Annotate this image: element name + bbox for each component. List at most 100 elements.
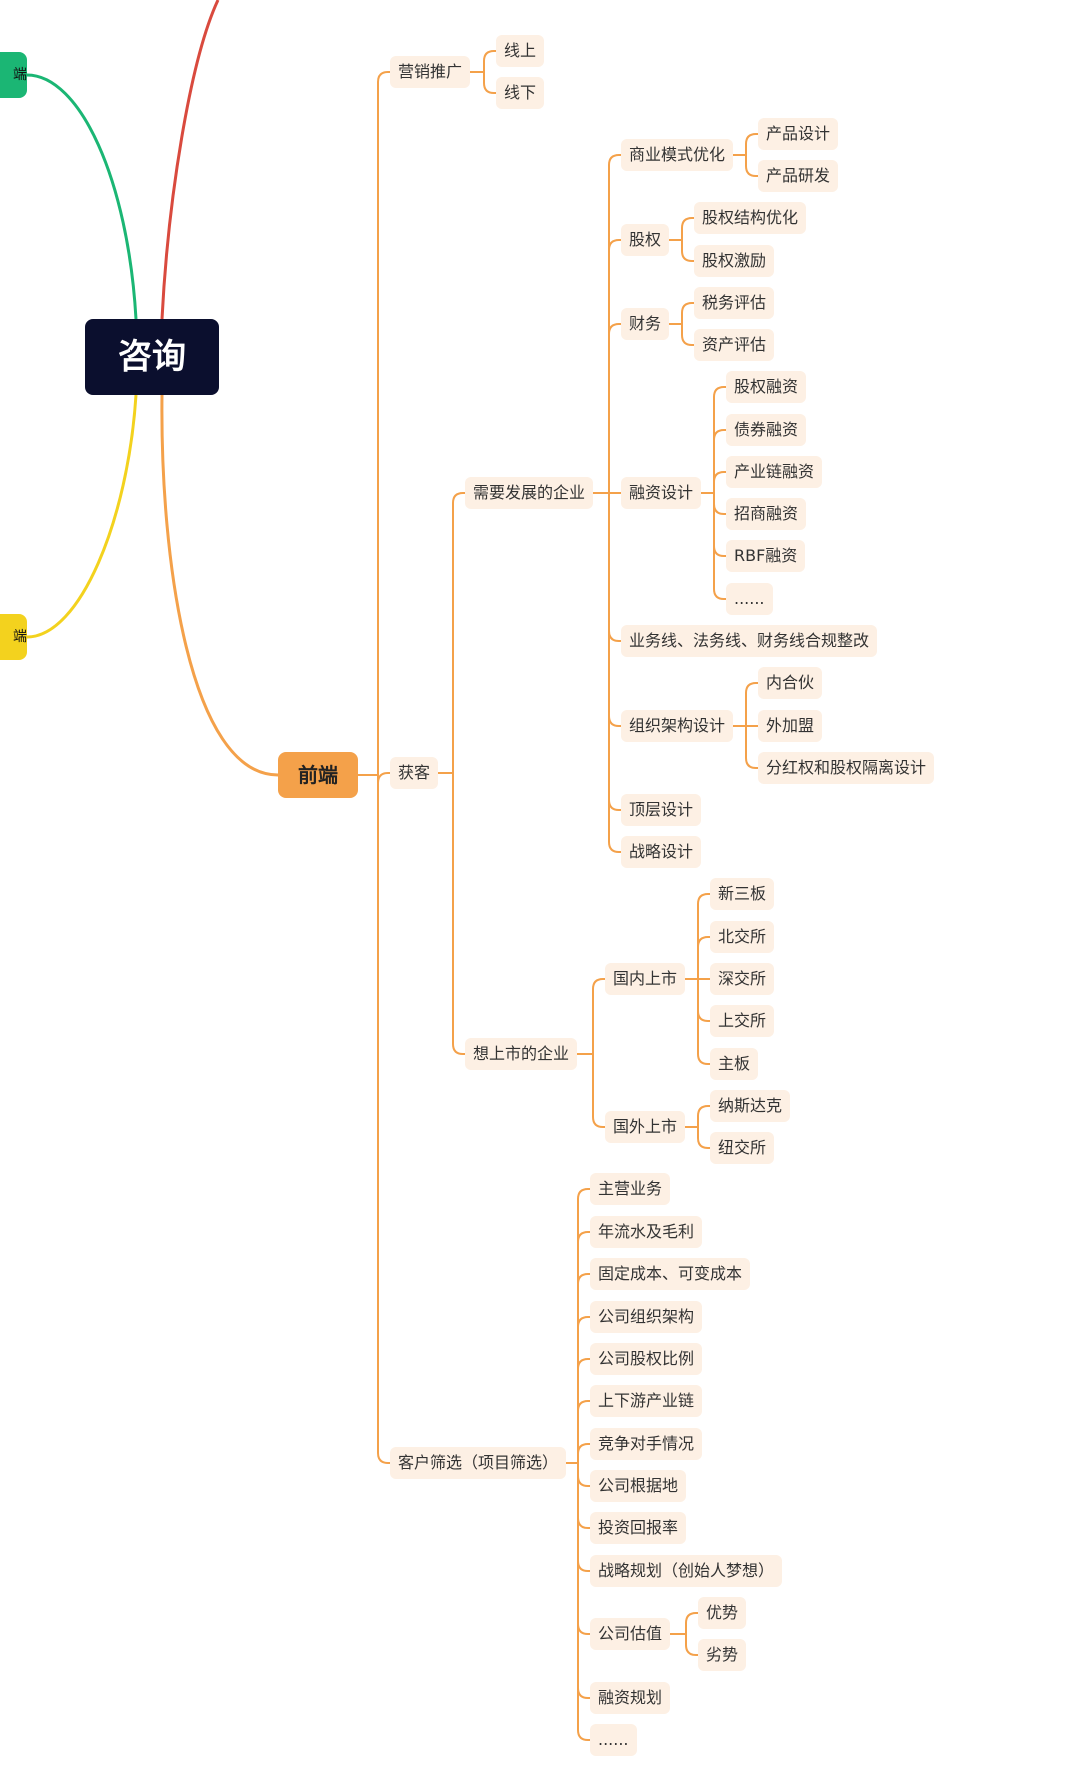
node-equity-incent[interactable]: 股权激励: [694, 245, 775, 277]
node-label: 内合伙: [766, 673, 815, 692]
node-roi[interactable]: 投资回报率: [590, 1512, 687, 1544]
node-ipo-enterprise[interactable]: 想上市的企业: [465, 1038, 578, 1070]
root-branch-green: [26, 73, 138, 320]
node-label: 上下游产业链: [598, 1391, 695, 1410]
node-label: 劣势: [706, 1645, 739, 1664]
connector-branch: [681, 302, 694, 324]
connector-branch: [697, 936, 710, 979]
green-branch-node[interactable]: 端: [0, 52, 27, 98]
node-equity[interactable]: 股权: [621, 224, 670, 256]
node-label: 深交所: [718, 969, 767, 988]
node-tax-eval[interactable]: 税务评估: [694, 287, 775, 319]
node-compliance[interactable]: 业务线、法务线、财务线合规整改: [621, 625, 878, 657]
connector-branch: [745, 682, 758, 726]
connector-branch: [713, 429, 726, 493]
node-strategic-plan[interactable]: 战略规划（创始人梦想）: [590, 1555, 783, 1587]
node-base[interactable]: 公司根据地: [590, 1470, 687, 1502]
connector-branch: [577, 1463, 590, 1741]
node-strength[interactable]: 优势: [698, 1597, 747, 1629]
node-share-ratio[interactable]: 公司股权比例: [590, 1343, 703, 1375]
node-szse[interactable]: 深交所: [710, 963, 775, 995]
node-bse[interactable]: 北交所: [710, 921, 775, 953]
node-label: 顶层设计: [629, 800, 694, 819]
node-biz-model[interactable]: 商业模式优化: [621, 139, 734, 171]
root-node-consulting[interactable]: 咨询: [85, 319, 219, 395]
node-label: 营销推广: [398, 62, 463, 81]
connector-branch: [577, 1463, 590, 1529]
node-label: 商业模式优化: [629, 145, 726, 164]
node-finance[interactable]: 财务: [621, 308, 670, 340]
node-org-struct[interactable]: 公司组织架构: [590, 1301, 703, 1333]
node-label: 线上: [504, 41, 537, 60]
node-org-design[interactable]: 组织架构设计: [621, 710, 734, 742]
connector-branch: [697, 893, 710, 979]
node-chain-fin[interactable]: 产业链融资: [726, 456, 823, 488]
connector-branch: [577, 1443, 590, 1463]
node-weakness[interactable]: 劣势: [698, 1639, 747, 1671]
node-nasdaq[interactable]: 纳斯达克: [710, 1090, 791, 1122]
connector-branch: [745, 133, 758, 155]
node-partner[interactable]: 内合伙: [758, 667, 823, 699]
yellow-branch-label: 端: [13, 629, 27, 645]
yellow-branch-node[interactable]: 端: [0, 614, 27, 660]
connector-branch: [577, 1463, 590, 1572]
connector-branch: [713, 493, 726, 557]
node-franchise[interactable]: 外加盟: [758, 710, 823, 742]
node-overseas[interactable]: 国外上市: [605, 1111, 686, 1143]
node-neeq[interactable]: 新三板: [710, 878, 775, 910]
connector-branch: [713, 493, 726, 600]
node-main-board[interactable]: 主板: [710, 1048, 759, 1080]
node-label: 优势: [706, 1603, 739, 1622]
node-prod-design[interactable]: 产品设计: [758, 118, 839, 150]
node-marketing[interactable]: 营销推广: [390, 56, 471, 88]
connector-branch: [377, 71, 390, 775]
connector-branch: [577, 1400, 590, 1463]
node-domestic[interactable]: 国内上市: [605, 963, 686, 995]
node-competitors[interactable]: 竞争对手情况: [590, 1428, 703, 1460]
node-dev-enterprise[interactable]: 需要发展的企业: [465, 477, 594, 509]
node-bond-fin[interactable]: 债券融资: [726, 414, 807, 446]
node-fin-plan[interactable]: 融资规划: [590, 1682, 671, 1714]
connector-branch: [452, 492, 465, 773]
node-acquire[interactable]: 获客: [390, 757, 439, 789]
node-cost[interactable]: 固定成本、可变成本: [590, 1258, 751, 1290]
node-invest-fin[interactable]: 招商融资: [726, 498, 807, 530]
node-top-design[interactable]: 顶层设计: [621, 794, 702, 826]
node-strategy[interactable]: 战略设计: [621, 836, 702, 868]
node-label: 主营业务: [598, 1179, 663, 1198]
node-label: 纽交所: [718, 1138, 767, 1157]
node-online[interactable]: 线上: [496, 35, 545, 67]
node-label: 国外上市: [613, 1117, 678, 1136]
node-screen-more[interactable]: ......: [590, 1724, 637, 1756]
front-end-node[interactable]: 前端: [278, 752, 358, 798]
node-financing[interactable]: 融资设计: [621, 477, 702, 509]
node-prod-rd[interactable]: 产品研发: [758, 160, 839, 192]
node-dividend[interactable]: 分红权和股权隔离设计: [758, 752, 935, 784]
node-equity-fin[interactable]: 股权融资: [726, 371, 807, 403]
node-label: 需要发展的企业: [473, 483, 586, 502]
connector-branch: [592, 1054, 605, 1128]
node-label: 北交所: [718, 927, 767, 946]
node-label: RBF融资: [734, 546, 798, 565]
node-asset-eval[interactable]: 资产评估: [694, 329, 775, 361]
node-sse[interactable]: 上交所: [710, 1005, 775, 1037]
node-revenue[interactable]: 年流水及毛利: [590, 1216, 703, 1248]
node-label: 获客: [398, 763, 431, 782]
connector-branch: [608, 493, 621, 727]
node-equity-struct[interactable]: 股权结构优化: [694, 202, 807, 234]
connector-branch: [577, 1273, 590, 1463]
connector-branch: [577, 1316, 590, 1463]
connector-branch: [697, 979, 710, 1022]
node-nyse[interactable]: 纽交所: [710, 1132, 775, 1164]
node-rbf-fin[interactable]: RBF融资: [726, 540, 806, 572]
connector-branch: [577, 1463, 590, 1487]
node-offline[interactable]: 线下: [496, 77, 545, 109]
connector-branch: [608, 239, 621, 493]
node-screening[interactable]: 客户筛选（项目筛选）: [390, 1447, 567, 1479]
node-supply-chain[interactable]: 上下游产业链: [590, 1385, 703, 1417]
node-fin-more[interactable]: ......: [726, 583, 773, 615]
node-label: 新三板: [718, 884, 767, 903]
node-main-biz[interactable]: 主营业务: [590, 1173, 671, 1205]
node-valuation[interactable]: 公司估值: [590, 1618, 671, 1650]
node-label: 业务线、法务线、财务线合规整改: [629, 631, 870, 650]
